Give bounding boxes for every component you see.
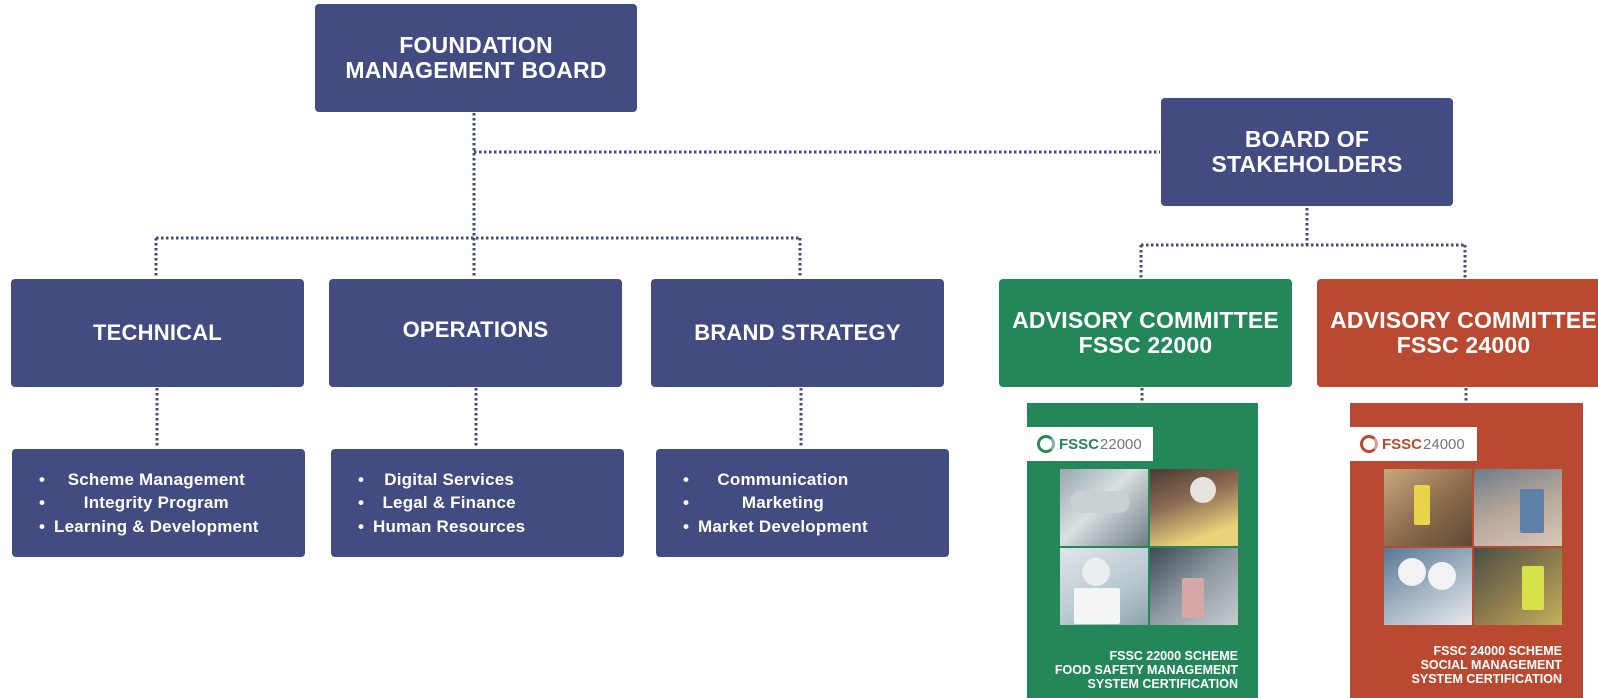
caption-line: FSSC 22000 SCHEME bbox=[1109, 649, 1238, 663]
logo-number: 22000 bbox=[1100, 435, 1142, 453]
brochure-caption: FSSC 24000 SCHEME SOCIAL MANAGEMENT SYST… bbox=[1412, 644, 1562, 686]
list-item: Integrity Program bbox=[39, 491, 259, 515]
department-label: TECHNICAL bbox=[93, 320, 222, 345]
brochure-fssc-24000: FSSC 24000 FSSC 24000 SCHEME SOCIAL MANA… bbox=[1350, 403, 1583, 698]
fssc-24000-logo: FSSC 24000 bbox=[1350, 427, 1477, 461]
committee-title-line2: FSSC 22000 bbox=[1078, 332, 1213, 358]
advisory-committee-fssc-24000: ADVISORY COMMITTEE FSSC 24000 bbox=[1317, 279, 1598, 387]
photo-retail-meeting bbox=[1474, 469, 1562, 546]
department-label: OPERATIONS bbox=[402, 317, 549, 342]
foundation-management-board: FOUNDATION MANAGEMENT BOARD bbox=[315, 4, 637, 112]
list-item: Market Development bbox=[683, 515, 868, 539]
advisory-committee-fssc-22000: ADVISORY COMMITTEE FSSC 22000 bbox=[999, 279, 1292, 387]
board-of-stakeholders: BOARD OF STAKEHOLDERS bbox=[1161, 98, 1453, 206]
list-item: Communication bbox=[683, 468, 868, 492]
list-item: Legal & Finance bbox=[358, 491, 525, 515]
caption-line: FSSC 24000 SCHEME bbox=[1433, 644, 1562, 658]
brochure-photo-grid bbox=[1060, 469, 1238, 625]
brochure-fssc-22000: FSSC 22000 FSSC 22000 SCHEME FOOD SAFETY… bbox=[1027, 403, 1258, 698]
brochure-photo-grid bbox=[1384, 469, 1562, 625]
department-operations: OPERATIONS bbox=[329, 279, 622, 387]
caption-line: SYSTEM CERTIFICATION bbox=[1411, 672, 1562, 686]
fssc-logo-icon bbox=[1360, 435, 1378, 453]
list-item: Digital Services bbox=[358, 468, 525, 492]
list-item: Learning & Development bbox=[39, 515, 259, 539]
caption-line: FOOD SAFETY MANAGEMENT bbox=[1054, 663, 1238, 677]
fssc-logo-icon bbox=[1037, 435, 1055, 453]
logo-number: 24000 bbox=[1423, 435, 1465, 453]
department-brand-strategy: BRAND STRATEGY bbox=[651, 279, 944, 387]
logo-brand: FSSC bbox=[1059, 435, 1100, 453]
photo-lab-worker bbox=[1060, 548, 1148, 625]
stakeholders-title-line2: STAKEHOLDERS bbox=[1211, 151, 1403, 177]
technical-list: Scheme Management Integrity Program Lear… bbox=[12, 449, 305, 557]
list-item: Scheme Management bbox=[39, 468, 259, 492]
photo-factory-line bbox=[1150, 548, 1238, 625]
photo-warehouse-worker bbox=[1384, 469, 1472, 546]
committee-title-line2: FSSC 24000 bbox=[1396, 332, 1531, 358]
stakeholders-title-line1: BOARD OF bbox=[1244, 126, 1370, 152]
caption-line: SYSTEM CERTIFICATION bbox=[1087, 677, 1238, 691]
logo-brand: FSSC bbox=[1382, 435, 1423, 453]
list-item: Human Resources bbox=[358, 515, 525, 539]
photo-engineers bbox=[1474, 548, 1562, 625]
photo-food-workers bbox=[1384, 548, 1472, 625]
photo-food-processing bbox=[1150, 469, 1238, 546]
caption-line: SOCIAL MANAGEMENT bbox=[1420, 658, 1562, 672]
department-label: BRAND STRATEGY bbox=[694, 320, 901, 345]
board-title-line1: FOUNDATION bbox=[399, 32, 553, 58]
list-item: Marketing bbox=[683, 491, 868, 515]
committee-title-line1: ADVISORY COMMITTEE bbox=[1012, 307, 1279, 333]
fssc-22000-logo: FSSC 22000 bbox=[1027, 427, 1153, 461]
brand-strategy-list: Communication Marketing Market Developme… bbox=[656, 449, 949, 557]
brochure-caption: FSSC 22000 SCHEME FOOD SAFETY MANAGEMENT… bbox=[1055, 649, 1238, 691]
department-technical: TECHNICAL bbox=[11, 279, 304, 387]
board-title-line2: MANAGEMENT BOARD bbox=[345, 57, 607, 83]
operations-list: Digital Services Legal & Finance Human R… bbox=[331, 449, 624, 557]
committee-title-line1: ADVISORY COMMITTEE bbox=[1330, 307, 1597, 333]
photo-industrial-tanks bbox=[1060, 469, 1148, 546]
